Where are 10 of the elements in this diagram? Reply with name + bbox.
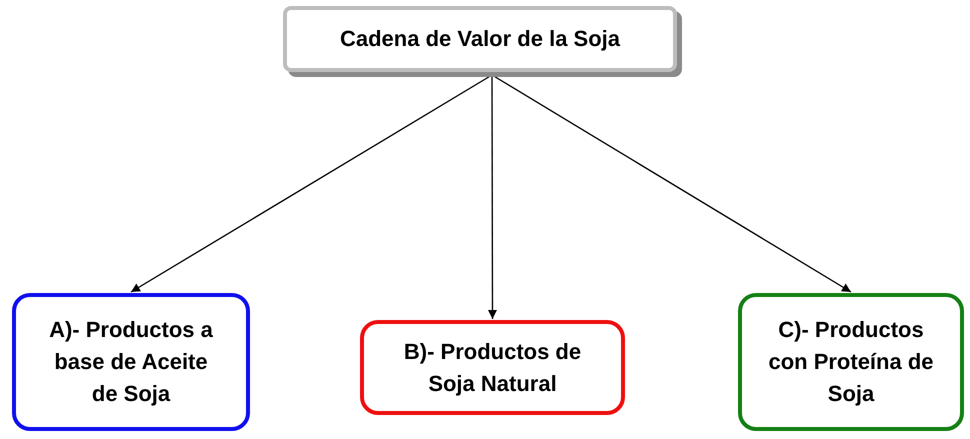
category-box bbox=[738, 293, 964, 431]
category-box bbox=[360, 320, 625, 415]
arrow bbox=[488, 75, 497, 319]
arrow bbox=[130, 74, 492, 293]
category-box bbox=[12, 293, 250, 431]
box-label: Cadena de Valor de la Soja bbox=[340, 25, 620, 53]
box-label: A)- Productos a base de Aceite de Soja bbox=[48, 316, 214, 408]
arrow bbox=[492, 74, 852, 293]
box-label: B)- Productos de Soja Natural bbox=[402, 338, 582, 398]
box-label: C)- Productos con Proteína de Soja bbox=[767, 316, 935, 408]
